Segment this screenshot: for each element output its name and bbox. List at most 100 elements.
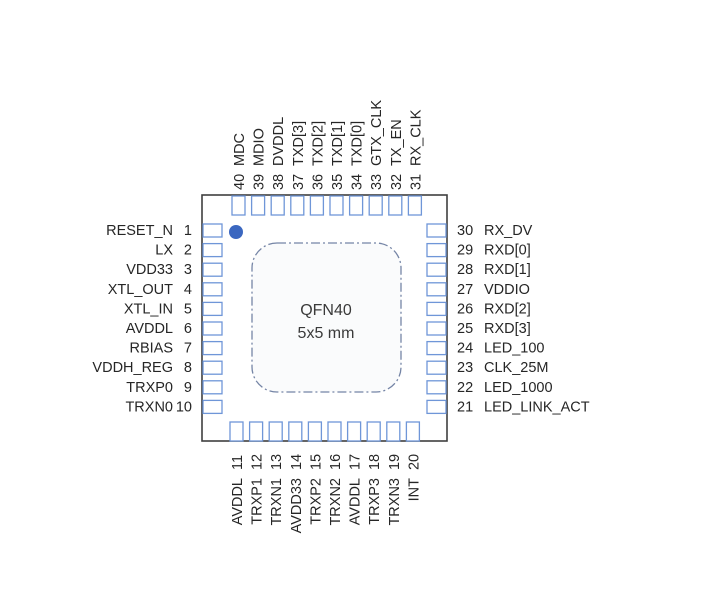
pin-number: 24	[457, 341, 473, 357]
pin-pad	[407, 195, 423, 216]
pin-number: 37	[291, 174, 307, 190]
pin-number: 38	[271, 174, 287, 190]
pin-number: 4	[184, 282, 192, 298]
pin-name: INT	[406, 478, 422, 502]
pin-number: 15	[308, 454, 324, 470]
pin-number: 32	[389, 174, 405, 190]
pin-name: RESET_N	[106, 223, 173, 239]
pin-name: LED_LINK_ACT	[484, 399, 590, 415]
pin-number: 30	[457, 223, 473, 239]
pin-name: MDIO	[252, 128, 268, 166]
pin-name: RXD[3]	[484, 321, 531, 337]
pin-name: RXD[1]	[484, 262, 531, 278]
pin-number: 36	[310, 174, 326, 190]
pin-pad	[270, 195, 285, 216]
pin-number: 33	[369, 174, 385, 190]
pin-number: 11	[230, 455, 246, 470]
pin-pad	[202, 360, 223, 375]
pin-name: TXD[1]	[330, 121, 346, 166]
pin-pad	[290, 195, 305, 216]
pins-layer: 1RESET_N2LX3VDD334XTL_OUT5XTL_IN6AVDDL7R…	[92, 100, 589, 534]
pin-pad	[309, 195, 325, 216]
pin-name: TXD[0]	[350, 121, 366, 166]
pin-name: TXD[2]	[310, 121, 326, 166]
pin-number: 34	[350, 174, 366, 190]
pin-pad	[288, 421, 303, 442]
pin-number: 25	[457, 321, 473, 337]
pin-number: 16	[328, 454, 344, 470]
pin-name: RX_CLK	[408, 109, 424, 166]
pin-name: TXD[3]	[291, 121, 307, 166]
pin-name: CLK_25M	[484, 360, 548, 376]
pin-name: AVDDL	[348, 478, 364, 525]
pin-pad	[202, 399, 223, 415]
pin-number: 29	[457, 243, 473, 259]
pin-name: VDD33	[126, 262, 173, 278]
pin-name: AVDDL	[126, 321, 173, 337]
pin-number: 13	[269, 454, 285, 470]
pin-number: 10	[176, 399, 192, 415]
pin-number: 3	[184, 262, 192, 278]
pin-pad	[268, 421, 283, 442]
pin-name: XTL_IN	[124, 301, 173, 317]
pin-pad	[231, 195, 246, 216]
pin-pad	[366, 421, 381, 442]
exposed-pad	[251, 242, 402, 393]
package-name: QFN40	[300, 302, 352, 319]
pin-pad	[426, 399, 447, 415]
pin-name: RX_DV	[484, 223, 533, 239]
pin-pad	[426, 321, 447, 336]
pin-name: LX	[155, 243, 173, 259]
pin-name: LED_100	[484, 341, 544, 357]
pin-name: TRXN2	[328, 478, 344, 526]
pin-number: 7	[184, 341, 192, 357]
pin-name: XTL_OUT	[108, 282, 173, 298]
pin-number: 1	[184, 223, 192, 239]
pin-number: 18	[367, 454, 383, 470]
pin-name: TRXP3	[367, 478, 383, 525]
pin-name: LED_1000	[484, 380, 553, 396]
pin-pad	[248, 421, 264, 442]
pin-name: AVDDL	[230, 478, 246, 525]
pin-pad	[405, 421, 421, 442]
pin-name: AVDD33	[289, 478, 305, 533]
pin-pad	[426, 340, 447, 356]
pin-pad	[202, 223, 223, 238]
pin-pad	[368, 195, 383, 216]
pin-number: 5	[184, 301, 192, 317]
pin-pad	[202, 242, 223, 258]
pin-number: 9	[184, 380, 192, 396]
pin-name: TRXP1	[250, 478, 266, 525]
pin-name: MDC	[232, 133, 248, 166]
pin-name: TRXN3	[387, 478, 403, 526]
pin-pad	[348, 195, 364, 216]
pin-number: 14	[289, 454, 305, 470]
pin-pad	[426, 360, 447, 375]
pin-number: 17	[348, 454, 364, 470]
pin-pad	[386, 421, 401, 442]
pin-name: RXD[0]	[484, 243, 531, 259]
pin1-marker	[229, 225, 243, 239]
pin-pad	[426, 223, 447, 238]
pin-name: TRXP0	[126, 380, 173, 396]
package-size: 5x5 mm	[298, 325, 355, 342]
pin-name: TRXP2	[308, 478, 324, 525]
pin-pad	[202, 380, 223, 395]
pin-number: 6	[184, 321, 192, 337]
pin-number: 26	[457, 301, 473, 317]
pin-number: 27	[457, 282, 473, 298]
pin-name: RBIAS	[129, 341, 173, 357]
pin-pad	[250, 195, 266, 216]
pin-number: 39	[252, 174, 268, 190]
pin-name: VDDIO	[484, 282, 530, 298]
pin-pad	[202, 301, 223, 317]
pin-name: TRXN0	[125, 399, 173, 415]
pin-pad	[229, 421, 244, 442]
pin-pad	[307, 421, 323, 442]
pin-number: 21	[457, 399, 473, 415]
pin-number: 35	[330, 174, 346, 190]
pin-pad	[202, 340, 223, 356]
pin-pad	[346, 421, 362, 442]
pin-number: 22	[457, 380, 473, 396]
